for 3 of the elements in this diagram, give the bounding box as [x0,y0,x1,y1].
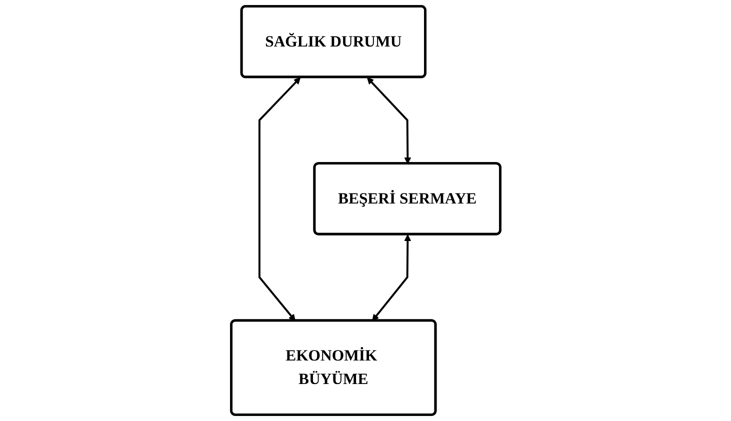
arrow [258,77,300,322]
arrow [372,234,411,322]
arrow [366,77,411,164]
